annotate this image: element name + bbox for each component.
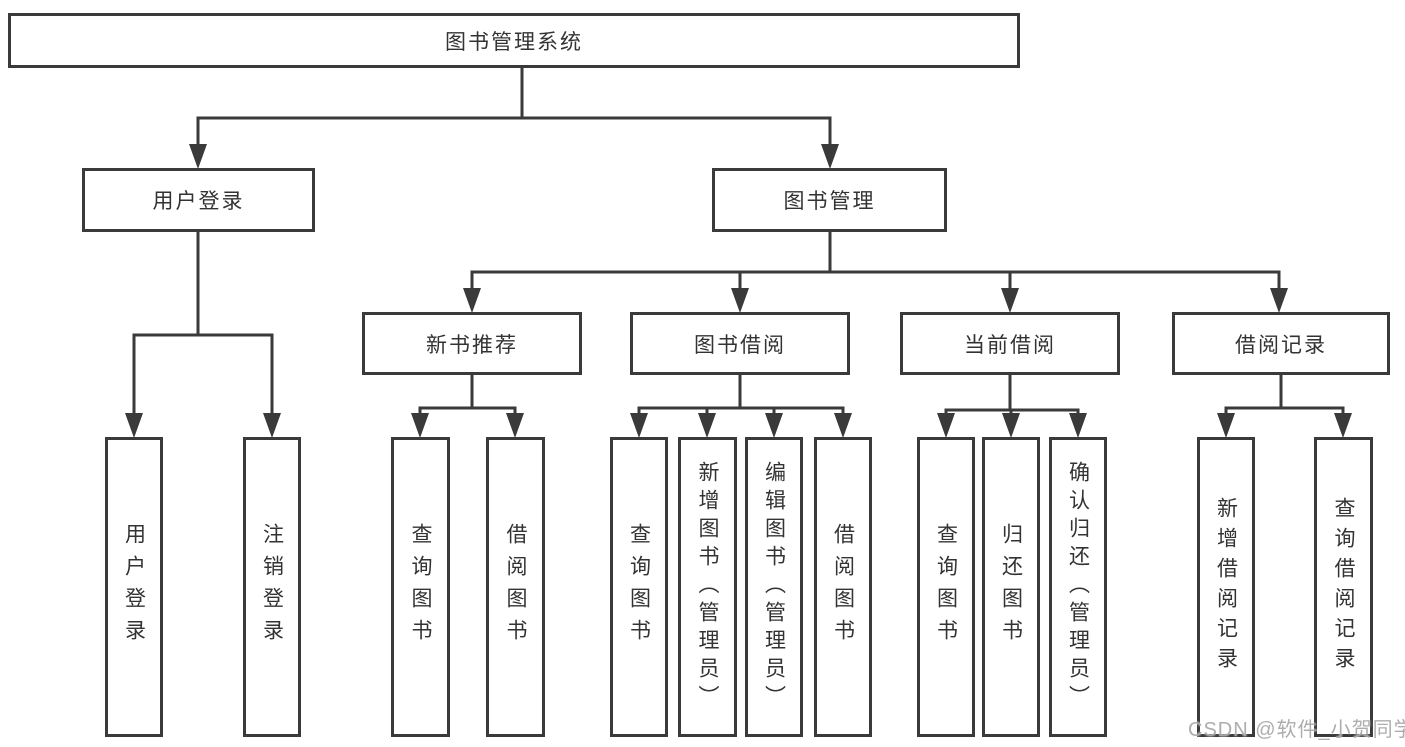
leaf-confirm-return-admin: 确认归还（管理员） [1049, 437, 1107, 737]
connector-user-login-children [125, 232, 281, 438]
node-book-borrowing-label: 图书借阅 [694, 333, 786, 357]
leaf-query-books-3-label: 查询图书 [934, 523, 958, 651]
node-borrowing-records: 借阅记录 [1172, 312, 1390, 375]
leaf-add-borrow-record-label: 新增借阅记录 [1214, 497, 1238, 677]
leaf-query-books-2-label: 查询图书 [627, 523, 651, 651]
connector-root-to-level2 [189, 66, 839, 169]
leaf-user-login-label: 用户登录 [122, 523, 146, 651]
connector-book-borrow-children [630, 375, 852, 438]
leaf-query-books-3: 查询图书 [917, 437, 975, 737]
leaf-add-books-admin-label: 新增图书（管理员） [696, 461, 719, 713]
node-new-book-recommend-label: 新书推荐 [426, 333, 518, 357]
connector-record-children [1217, 375, 1352, 438]
node-current-borrowing-label: 当前借阅 [964, 333, 1056, 357]
node-root: 图书管理系统 [8, 13, 1020, 68]
leaf-query-borrow-record: 查询借阅记录 [1314, 437, 1373, 737]
leaf-edit-books-admin: 编辑图书（管理员） [745, 437, 803, 737]
leaf-borrow-books-1-label: 借阅图书 [504, 523, 527, 651]
leaf-borrow-books-2: 借阅图书 [814, 437, 872, 737]
leaf-logout-label: 注销登录 [260, 523, 284, 651]
node-current-borrowing: 当前借阅 [900, 312, 1120, 375]
leaf-user-login: 用户登录 [105, 437, 163, 737]
node-borrowing-records-label: 借阅记录 [1235, 333, 1327, 357]
node-book-borrowing: 图书借阅 [630, 312, 850, 375]
node-new-book-recommend: 新书推荐 [362, 312, 582, 375]
node-user-login-label: 用户登录 [152, 190, 245, 213]
node-book-management: 图书管理 [712, 168, 947, 232]
leaf-borrow-books-1: 借阅图书 [486, 437, 545, 737]
leaf-query-books-2: 查询图书 [610, 437, 668, 737]
csdn-watermark: CSDN @软件_小贺同学 [1188, 719, 1405, 741]
node-user-login: 用户登录 [82, 168, 315, 232]
leaf-borrow-books-2-label: 借阅图书 [831, 523, 855, 651]
node-book-management-label: 图书管理 [783, 190, 876, 213]
leaf-logout: 注销登录 [243, 437, 301, 737]
leaf-query-books-1: 查询图书 [391, 437, 450, 737]
leaf-query-borrow-record-label: 查询借阅记录 [1332, 497, 1355, 677]
node-root-label: 图书管理系统 [445, 30, 583, 54]
connector-new-book-children [411, 375, 524, 438]
leaf-return-books: 归还图书 [982, 437, 1040, 737]
leaf-add-books-admin: 新增图书（管理员） [678, 437, 737, 737]
connector-current-borrow-children [937, 375, 1087, 438]
leaf-edit-books-admin-label: 编辑图书（管理员） [762, 461, 786, 713]
leaf-query-books-1-label: 查询图书 [409, 523, 432, 651]
leaf-confirm-return-admin-label: 确认归还（管理员） [1066, 461, 1090, 713]
connector-book-management-to-level3 [463, 232, 1288, 313]
leaf-return-books-label: 归还图书 [999, 523, 1023, 651]
leaf-add-borrow-record: 新增借阅记录 [1197, 437, 1255, 737]
